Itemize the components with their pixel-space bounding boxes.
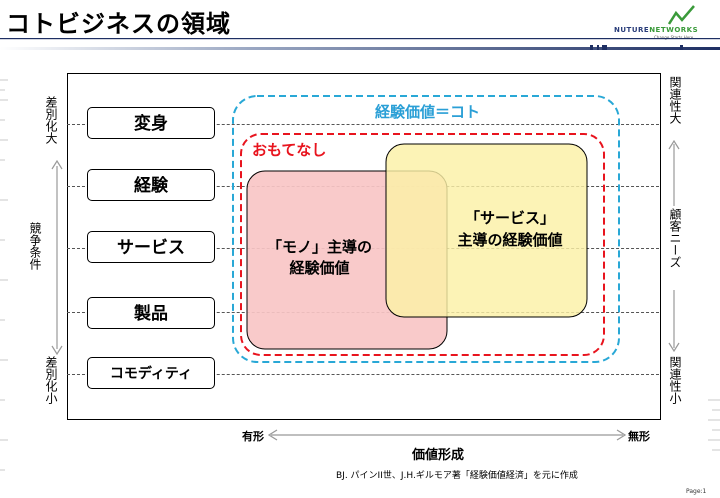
logo-mark-icon (667, 5, 695, 25)
right-axis-top-label: 関連性大 (668, 76, 682, 124)
logo-brand-accent: NETWORKS (649, 26, 699, 34)
row-product: 製品 (87, 297, 215, 329)
row-service: サービス (87, 231, 215, 263)
mono-led-label-line1: 「モノ」主導の (266, 238, 372, 256)
source-note: BJ. パインII世、J.H.ギルモア著「経験価値経済」を元に作成 (336, 471, 578, 481)
logo-tagline: Change Starts Here (654, 35, 694, 40)
bottom-axis-right-label: 無形 (628, 430, 650, 443)
mono-led-label: 「モノ」主導の 経験価値 (247, 237, 392, 279)
left-axis-bottom-label: 差別化小 (44, 356, 58, 404)
bottom-axis-label: 価値形成 (411, 448, 464, 463)
service-led-label-line1: 「サービス」 (464, 209, 555, 227)
left-ruler-decoration (0, 79, 8, 471)
omotenashi-label: おもてなし (252, 141, 327, 159)
page-number: Page:1 (686, 488, 707, 495)
row-gridline (67, 124, 659, 125)
left-axis-arrow-icon (51, 160, 63, 355)
right-axis-bottom-label: 関連性小 (668, 356, 682, 404)
left-axis-label: 競争条件 (28, 222, 42, 270)
left-axis-top-label: 差別化大 (44, 96, 58, 144)
bottom-axis-arrow-icon (268, 429, 626, 441)
right-axis-down-arrow-icon (668, 290, 680, 352)
right-axis-label: 顧客ニーズ (668, 208, 682, 268)
service-led-experience-region (385, 143, 588, 318)
logo-wordmark: NUTURENETWORKS (614, 26, 698, 34)
page-title: コトビジネスの領域 (6, 10, 231, 38)
row-experience: 経験 (87, 169, 215, 201)
logo-brand-main: NUTURE (614, 26, 650, 34)
koto-label: 経験価値＝コト (374, 103, 480, 121)
koto-region (232, 95, 620, 363)
right-ruler-decoration (708, 399, 720, 451)
right-axis-up-arrow-icon (668, 140, 680, 206)
service-led-label-line2: 主導の経験価値 (457, 231, 563, 249)
row-gridline (67, 374, 659, 375)
row-commodity: コモディティ (87, 357, 215, 389)
bottom-axis-left-label: 有形 (242, 430, 264, 443)
company-logo: NUTURENETWORKS Change Starts Here (614, 4, 714, 40)
mono-led-label-line2: 経験価値 (289, 259, 350, 277)
header-divider (0, 38, 720, 50)
service-led-label: 「サービス」 主導の経験価値 (430, 207, 590, 251)
row-transformation: 変身 (87, 107, 215, 139)
omotenashi-region (240, 133, 605, 356)
